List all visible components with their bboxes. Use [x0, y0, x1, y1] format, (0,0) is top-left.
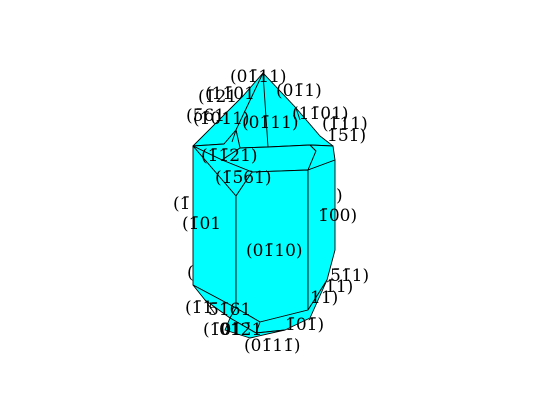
face-label: 5̄1̄1)	[330, 266, 369, 286]
edge-inner-2	[295, 107, 301, 121]
edge-inner-1	[231, 129, 237, 143]
face-label: (01̄11)	[230, 67, 287, 87]
face-label: 1̄00)	[318, 206, 357, 226]
face-label: (01̄11̄)	[244, 336, 301, 356]
face-label: (01̄11)	[242, 113, 299, 133]
face-label: 1̄01̄)	[285, 315, 324, 335]
face-label: (01̄1)	[276, 81, 322, 101]
edge-inner-3	[204, 299, 216, 315]
face-label: (1̄01	[203, 320, 242, 340]
face-label: (1̄01	[182, 214, 221, 234]
face-label: (5̄61	[186, 106, 225, 126]
face-label: (1̄011)	[193, 109, 250, 129]
face-label: )	[336, 186, 343, 206]
face-label: (1̄11)	[322, 114, 368, 134]
face-label: (1̄	[173, 194, 190, 214]
face-100	[307, 159, 336, 311]
face-label: (11̄01)	[292, 104, 349, 124]
face-label: (1̄5̄61)	[215, 168, 272, 188]
face-label: (1̄1̄21)	[201, 146, 258, 166]
face-label: (01̄10)	[246, 241, 303, 261]
face-label: (11̄01	[205, 84, 255, 104]
face-label: 01̄2̄1	[219, 320, 262, 340]
face-label: 1̄1)	[325, 277, 353, 297]
face-label: 1̄51)	[327, 126, 366, 146]
face-bottom-tip	[224, 317, 286, 339]
face-label: 5̄1̄61	[208, 300, 251, 320]
crystal-faces	[192, 72, 336, 339]
face-label: 11)	[310, 288, 338, 308]
face-label: (	[187, 263, 194, 283]
face-label: (1̄21	[198, 87, 237, 107]
face-label: (1̄1	[185, 298, 213, 318]
face-labels: (01̄11) (1̄21 (11̄01 (01̄1) (5̄61 (1̄011…	[173, 67, 369, 356]
